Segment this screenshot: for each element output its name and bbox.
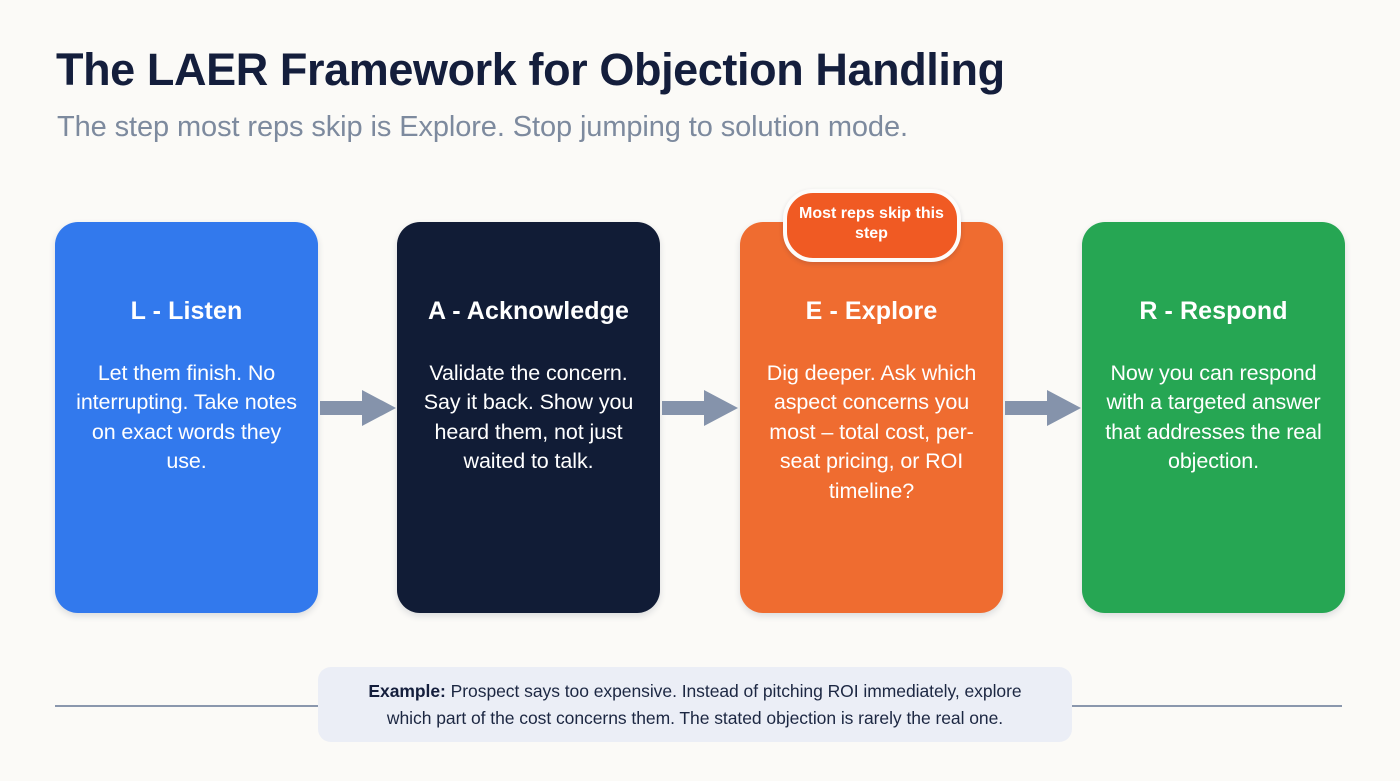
step-title: E - Explore (805, 297, 938, 325)
footer-divider-right (1072, 705, 1342, 707)
step-card-explore[interactable]: Most reps skip this step E - Explore Dig… (740, 189, 1003, 613)
step-card-content: E - Explore Dig deeper. Ask which aspect… (740, 297, 1003, 507)
step-card-listen[interactable]: L - Listen Let them finish. No interrupt… (55, 222, 318, 613)
step-card-content: L - Listen Let them finish. No interrupt… (55, 297, 318, 477)
step-card-content: R - Respond Now you can respond with a t… (1082, 297, 1345, 477)
arrow-right-icon (662, 390, 738, 426)
step-title: A - Acknowledge (427, 297, 630, 325)
status-badge: Most reps skip this step (782, 189, 961, 262)
example-text: Example: Prospect says too expensive. In… (344, 678, 1046, 731)
step-body: Let them finish. No interrupting. Take n… (76, 360, 297, 474)
step-title: L - Listen (130, 297, 243, 325)
example-callout: Example: Prospect says too expensive. In… (318, 667, 1072, 742)
step-body: Now you can respond with a targeted answ… (1105, 360, 1322, 474)
step-title: R - Respond (1139, 297, 1288, 325)
step-body: Dig deeper. Ask which aspect concerns yo… (766, 360, 977, 504)
step-body: Validate the concern. Say it back. Show … (423, 360, 634, 474)
step-card-content: A - Acknowledge Validate the concern. Sa… (397, 297, 660, 477)
arrow-right-icon (1005, 390, 1081, 426)
page-subtitle: The step most reps skip is Explore. Stop… (57, 111, 908, 143)
footer-divider-left (55, 705, 321, 707)
step-card-acknowledge[interactable]: A - Acknowledge Validate the concern. Sa… (397, 222, 660, 613)
page-title: The LAER Framework for Objection Handlin… (56, 44, 1005, 95)
example-body: Prospect says too expensive. Instead of … (386, 681, 1022, 728)
example-label: Example: (368, 681, 446, 702)
step-card-respond[interactable]: R - Respond Now you can respond with a t… (1082, 222, 1345, 613)
arrow-right-icon (320, 390, 396, 426)
